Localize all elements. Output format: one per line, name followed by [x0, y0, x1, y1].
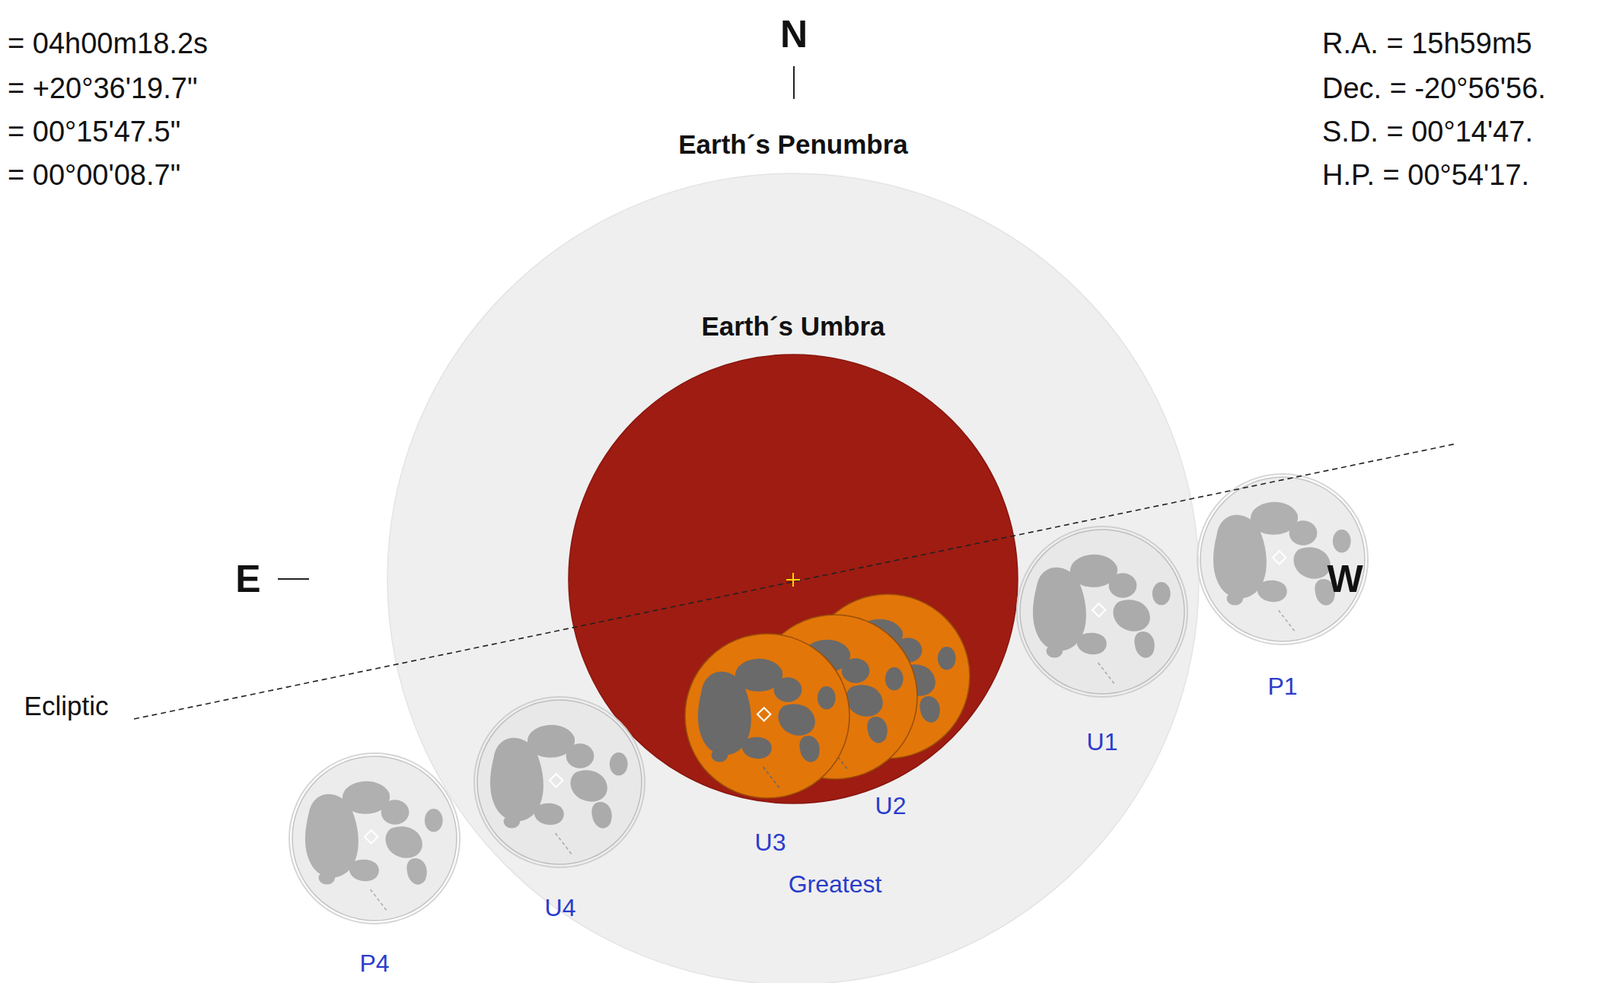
contact-label: U1 — [1086, 728, 1119, 757]
penumbra-node: Earth´s PenumbraEarth´s Umbra — [387, 173, 1199, 983]
east-tick — [277, 578, 310, 581]
compass-label: E — [235, 557, 261, 603]
umbra-disc — [568, 354, 1018, 804]
ecliptic-label: Ecliptic — [24, 691, 109, 722]
penumbra-disc — [387, 173, 1199, 983]
umbra-node: Earth´s Umbra — [568, 354, 1018, 804]
contact-label: P4 — [359, 949, 389, 979]
region-heading: Earth´s Penumbra — [387, 129, 1199, 160]
contact-label: U2 — [875, 792, 907, 821]
contact-label: U3 — [755, 828, 787, 858]
west-tick — [1275, 578, 1310, 581]
moon-p4 — [289, 753, 460, 925]
coordinate-value: = +20°36'19.7" — [7, 72, 198, 106]
contact-label: Greatest — [788, 870, 883, 899]
coordinate-value: = 00°15'47.5" — [7, 115, 181, 150]
contact-label: U4 — [545, 894, 577, 923]
coordinate-value: = 00°00'08.7" — [7, 159, 181, 193]
compass-label: N — [780, 12, 808, 58]
compass-label: W — [1326, 557, 1363, 603]
umbra-disc — [568, 354, 1018, 804]
coordinate-value: H.P. = 00°54'17. — [1322, 159, 1530, 193]
region-heading: Earth´s Umbra — [568, 311, 1018, 342]
coordinate-value: S.D. = 00°14'47. — [1322, 115, 1534, 150]
coordinate-value: R.A. = 15h59m5 — [1322, 27, 1533, 61]
moon-p1 — [1197, 474, 1368, 645]
contact-label: P1 — [1267, 672, 1298, 702]
north-tick — [793, 66, 795, 99]
coordinate-value: Dec. = -20°56'56. — [1322, 72, 1546, 106]
coordinate-value: = 04h00m18.2s — [7, 27, 208, 61]
